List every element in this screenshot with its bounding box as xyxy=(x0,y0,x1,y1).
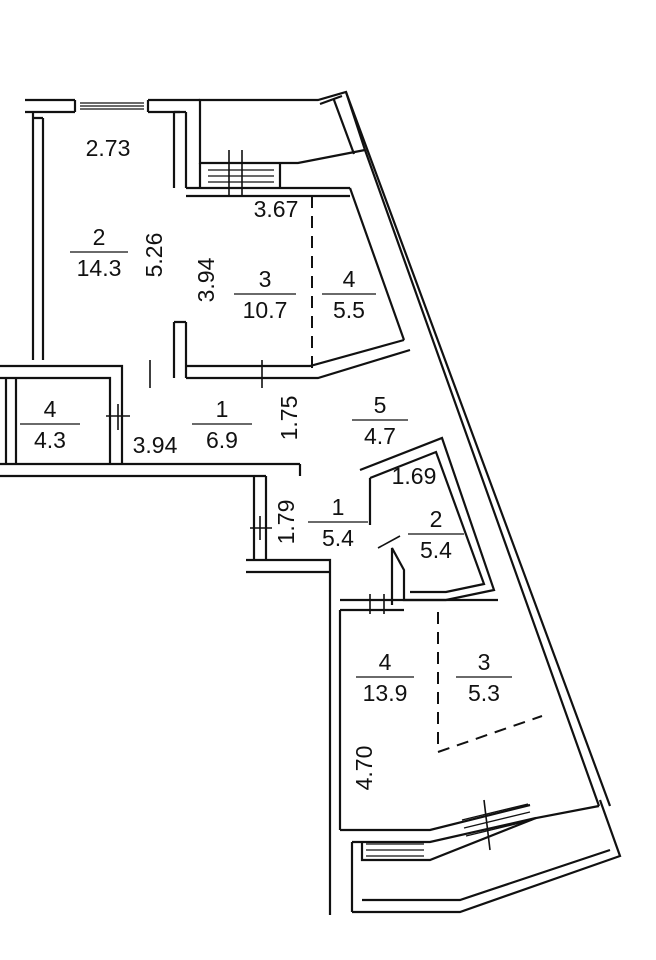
top-window-jambs xyxy=(73,100,150,112)
room-area: 13.9 xyxy=(363,680,408,706)
room-area: 14.3 xyxy=(77,255,122,281)
door-tick-corridor xyxy=(149,360,263,388)
door-tick-storage xyxy=(106,404,130,430)
dimension-label: 3.67 xyxy=(254,196,299,222)
room-area: 6.9 xyxy=(206,427,238,453)
room-area: 4.7 xyxy=(364,423,396,449)
dimension-label: 1.69 xyxy=(392,463,437,489)
room-number: 3 xyxy=(259,266,272,292)
balcony-top xyxy=(198,90,367,165)
room-number: 1 xyxy=(332,494,345,520)
room-number: 5 xyxy=(374,392,387,418)
room-area: 10.7 xyxy=(243,297,288,323)
storage-walls xyxy=(0,364,124,464)
bottom-balcony-left xyxy=(350,804,600,912)
dimension-label: 2.73 xyxy=(86,135,131,161)
dimension-label: 1.79 xyxy=(273,500,299,545)
door-tick-room3 xyxy=(228,150,243,196)
tick-marks xyxy=(106,150,491,851)
room-number: 4 xyxy=(44,396,57,422)
windows xyxy=(80,102,533,857)
hall-bottom-wall xyxy=(246,558,332,600)
door-tick-balcony xyxy=(483,799,491,851)
middle-horizontal-wall xyxy=(0,462,300,478)
dimension-label: 4.70 xyxy=(351,746,377,791)
room-area: 5.5 xyxy=(333,297,365,323)
bottom-balcony xyxy=(352,799,622,914)
room-area: 5.4 xyxy=(420,537,452,563)
room-area: 5.4 xyxy=(322,525,354,551)
room-area: 5.3 xyxy=(468,680,500,706)
window-room4-diagonal xyxy=(461,803,533,837)
room-number: 1 xyxy=(216,396,229,422)
diagonal-outer-wall xyxy=(344,91,612,807)
door-tick-living xyxy=(369,594,385,614)
top-wall xyxy=(25,98,200,114)
dimension-labels: 2.73 5.26 3.67 3.94 3.94 1.75 1.69 1.79 … xyxy=(86,135,437,790)
window-room2 xyxy=(80,102,144,110)
living-room-walls xyxy=(328,598,498,915)
room-number: 4 xyxy=(379,649,392,675)
balcony-top-inner xyxy=(319,94,356,155)
room-labels: 2 14.3 3 10.7 4 5.5 4 4.3 1 6.9 5 4.7 1 … xyxy=(34,224,500,706)
room2-room3-wall-lower xyxy=(172,320,188,378)
fraction-bars xyxy=(20,251,512,678)
divider-room4-room3-bottom xyxy=(437,612,543,754)
bottom-window-wall xyxy=(340,803,537,844)
dimension-label: 3.94 xyxy=(193,257,219,302)
door-tick-bath xyxy=(377,535,401,549)
room-number: 4 xyxy=(343,266,356,292)
room3-top-wall xyxy=(186,186,350,198)
dimension-label: 5.26 xyxy=(141,233,167,278)
room-number: 3 xyxy=(478,649,491,675)
hall-left-wall xyxy=(252,474,268,560)
window-room3 xyxy=(208,169,274,183)
walls xyxy=(0,90,622,915)
dimension-label: 3.94 xyxy=(133,432,178,458)
room-number: 2 xyxy=(93,224,106,250)
room2-left-wall xyxy=(31,112,45,360)
room3-bottom-wall xyxy=(186,338,411,380)
storage-left-wall xyxy=(4,378,18,464)
window-room4-bottom xyxy=(366,843,424,857)
room3-window-jambs xyxy=(198,163,282,188)
room2-room3-wall xyxy=(172,110,188,188)
dimension-label: 1.75 xyxy=(276,396,302,441)
zone-dividers xyxy=(311,196,543,754)
door-tick-hall xyxy=(250,516,272,540)
room-number: 2 xyxy=(430,506,443,532)
room-area: 4.3 xyxy=(34,427,66,453)
